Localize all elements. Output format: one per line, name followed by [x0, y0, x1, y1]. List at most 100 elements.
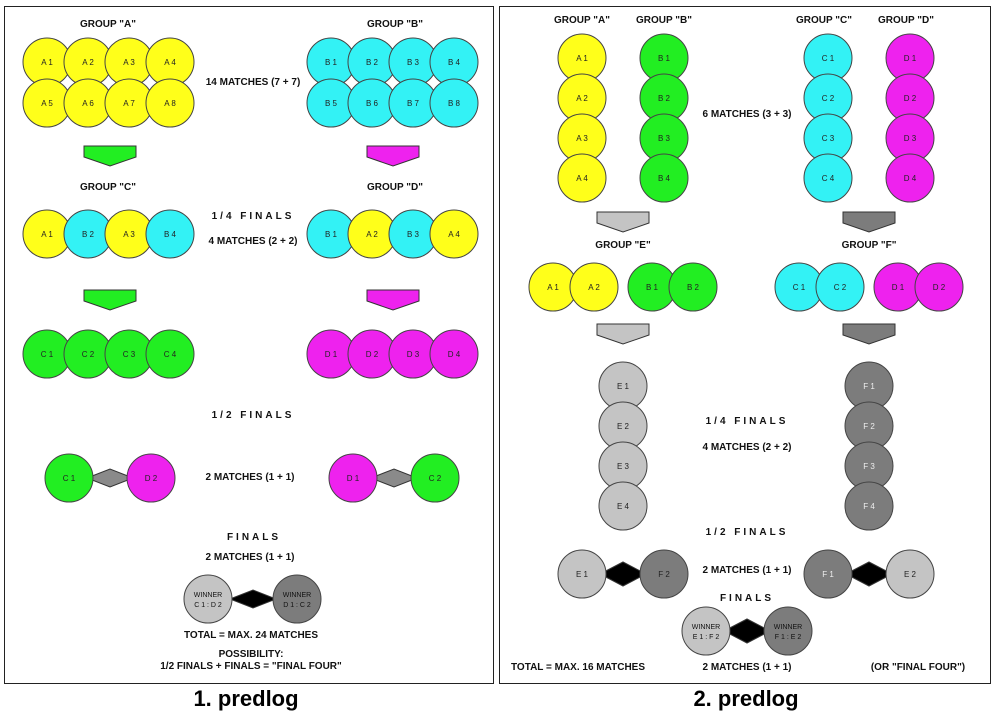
quarter-d-0-label: D 1: [325, 350, 338, 359]
p2-winner-left-label-1: E 1 : F 2: [693, 634, 720, 641]
winner-left-label-1: C 1 : D 2: [194, 602, 222, 609]
finals-title-2: FINALS: [719, 593, 775, 604]
p2-team-c-0-label: C 1: [822, 54, 835, 63]
p2-quarter-e-0-label: E 1: [617, 382, 630, 391]
p2-team-a-2-label: A 3: [576, 134, 588, 143]
team-d-2-label: B 3: [407, 230, 420, 239]
team-b-top-1-label: B 2: [366, 58, 379, 67]
p2-quarter-f-3: [844, 481, 894, 531]
arrow-green-2: [83, 289, 137, 311]
p2-team-d-1-label: D 2: [904, 94, 917, 103]
possibility-label: POSSIBILITY:: [218, 649, 284, 660]
quarter-c-0-label: C 1: [41, 350, 54, 359]
quarter-c-2-label: C 3: [123, 350, 136, 359]
group-a-title-2: GROUP "A": [554, 15, 610, 26]
team-b-bottom-0-label: B 5: [325, 99, 338, 108]
semi-diamond-right: [369, 468, 419, 488]
p2-group-f-0-label: C 1: [793, 283, 806, 292]
team-a-top-1-label: A 2: [82, 58, 94, 67]
group-c-title-2: GROUP "C": [796, 15, 852, 26]
p2-winner-right: [763, 606, 813, 656]
team-b-bottom-2-label: B 7: [407, 99, 420, 108]
p2-winner-left-label-0: WINNER: [692, 624, 720, 631]
p2-team-c-1-label: C 2: [822, 94, 835, 103]
semi-left-b: [126, 453, 176, 503]
p2-semi-right-b: [885, 549, 935, 599]
p2-group-e-2-label: B 1: [646, 283, 659, 292]
team-b-bottom-1-label: B 6: [366, 99, 379, 108]
p2-quarter-f-2-label: F 3: [863, 462, 875, 471]
p2-semi-diamond-left: [598, 561, 648, 587]
p2-team-d-2-label: D 3: [904, 134, 917, 143]
final-four-note-2: (OR "FINAL FOUR"): [870, 662, 966, 673]
winner-left-label-0: WINNER: [194, 592, 222, 599]
p2-team-c-2-label: C 3: [822, 134, 835, 143]
winner-right-label-1: D 1 : C 2: [283, 602, 311, 609]
team-b-top-0-label: B 1: [325, 58, 338, 67]
team-d-0-label: B 1: [325, 230, 338, 239]
team-a-bottom-1-label: A 6: [82, 99, 94, 108]
team-a-top-0-label: A 1: [41, 58, 53, 67]
quarter-finals-title: 1/4 FINALS: [211, 211, 295, 222]
p2-semi-right-a-label: F 1: [822, 570, 834, 579]
semi-right-a: [328, 453, 378, 503]
winner-left: [183, 574, 233, 624]
semi-finals-matches: 2 MATCHES (1 + 1): [205, 472, 295, 483]
team-d-1-label: A 2: [366, 230, 378, 239]
team-b-top-2-label: B 3: [407, 58, 420, 67]
p2-team-a-3: [557, 153, 607, 203]
p2-quarter-e-3: [598, 481, 648, 531]
team-a-bottom-3: [145, 78, 195, 128]
group-stage-matches-2: 6 MATCHES (3 + 3): [702, 109, 792, 120]
final-four-note: 1/2 FINALS + FINALS = "FINAL FOUR": [160, 661, 342, 672]
team-c-1-label: B 2: [82, 230, 95, 239]
quarter-c-1-label: C 2: [82, 350, 95, 359]
semi-right-b-label: C 2: [429, 474, 442, 483]
arrow-green-1: [83, 145, 137, 167]
semi-right-b: [410, 453, 460, 503]
group-b-title: GROUP "B": [367, 19, 423, 30]
p2-team-b-3: [639, 153, 689, 203]
team-a-bottom-3-label: A 8: [164, 99, 176, 108]
p2-group-e-1-label: A 2: [588, 283, 600, 292]
p2-arrow-light-2: [596, 323, 650, 345]
finals-matches: 2 MATCHES (1 + 1): [205, 552, 295, 563]
quarter-d-3-label: D 4: [448, 350, 461, 359]
semi-left-b-label: D 2: [145, 474, 158, 483]
p2-group-e-0-label: A 1: [547, 283, 559, 292]
p2-team-b-0-label: B 1: [658, 54, 671, 63]
p2-winner-right-label-1: F 1 : E 2: [775, 634, 802, 641]
total-matches-2: TOTAL = MAX. 16 MATCHES: [511, 662, 645, 673]
team-c-2-label: A 3: [123, 230, 135, 239]
p2-team-c-3-label: C 4: [822, 174, 835, 183]
p2-team-a-0-label: A 1: [576, 54, 588, 63]
p2-semi-diamond-right: [844, 561, 894, 587]
p2-team-d-3-label: D 4: [904, 174, 917, 183]
p2-semi-right-b-label: E 2: [904, 570, 917, 579]
p2-arrow-dark-1: [842, 211, 896, 233]
semi-finals-title: 1/2 FINALS: [211, 410, 295, 421]
arrow-magenta-1: [366, 145, 420, 167]
group-d-title-2: GROUP "D": [878, 15, 934, 26]
total-matches: TOTAL = MAX. 24 MATCHES: [184, 630, 318, 641]
p2-group-f-1: [815, 262, 865, 312]
p2-team-b-2-label: B 3: [658, 134, 671, 143]
p2-quarter-f-1-label: F 2: [863, 422, 875, 431]
team-c-3-label: B 4: [164, 230, 177, 239]
p2-group-e-3: [668, 262, 718, 312]
p2-quarter-e-2-label: E 3: [617, 462, 630, 471]
group-a-title: GROUP "A": [80, 19, 136, 30]
p2-quarter-e-3-label: E 4: [617, 502, 630, 511]
group-e-title: GROUP "E": [595, 240, 651, 251]
group-b-title-2: GROUP "B": [636, 15, 692, 26]
caption-predlog-1: 1. predlog: [193, 686, 299, 711]
caption-predlog-2: 2. predlog: [693, 686, 799, 711]
quarter-finals-matches-2: 4 MATCHES (2 + 2): [702, 442, 792, 453]
semi-right-a-label: D 1: [347, 474, 360, 483]
team-d-3: [429, 209, 479, 259]
team-d-3-label: A 4: [448, 230, 460, 239]
p2-winner-right-label-0: WINNER: [774, 624, 802, 631]
team-b-bottom-3-label: B 8: [448, 99, 461, 108]
finals-title: FINALS: [226, 532, 282, 543]
p2-team-d-0-label: D 1: [904, 54, 917, 63]
